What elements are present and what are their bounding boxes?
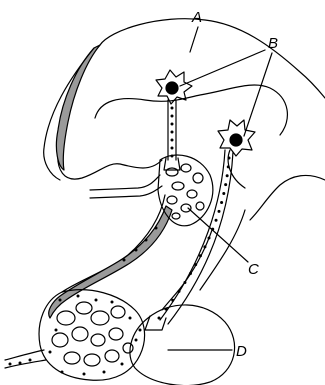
label-c-leader [188,208,248,262]
label-a: A [191,9,202,26]
posterior-lobe [130,305,235,385]
portal-vessel [5,350,46,368]
label-a-leader [190,27,198,52]
label-b: B [268,35,278,52]
grey-band-upper [56,45,100,170]
label-c: C [248,261,259,278]
stalk-right [200,210,245,290]
label-b-leader [180,50,272,136]
upper-portal-network [158,155,213,226]
axon-granules [9,107,231,376]
grey-band-stalk [49,206,172,318]
chiasm-stub [90,175,162,198]
label-d: D [236,343,247,360]
anterior-contour-inner [58,45,162,179]
